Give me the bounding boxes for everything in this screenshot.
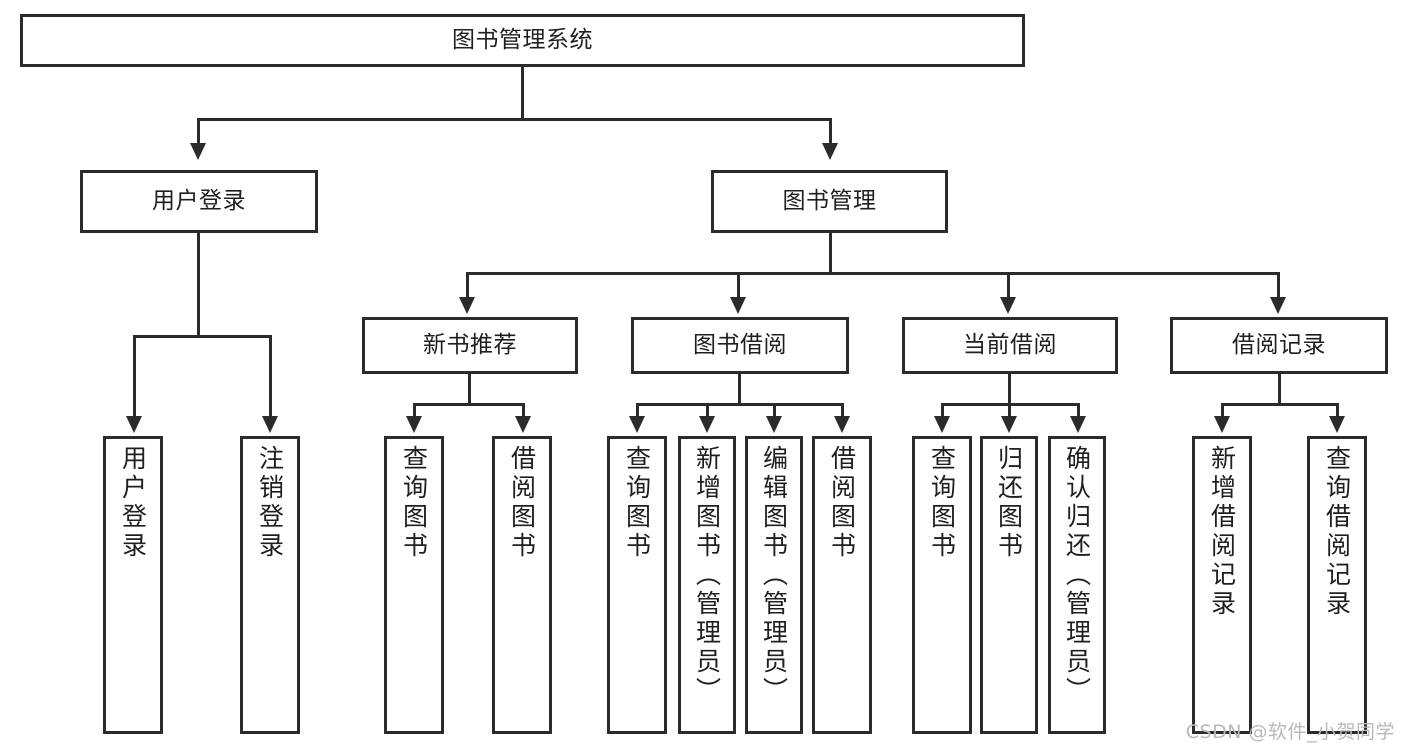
node-label: 查询图书: [622, 445, 652, 561]
arrowhead-newbook-leaf-2: [515, 416, 531, 433]
arrowhead-newbook-leaf-1: [406, 416, 422, 433]
connector-currentborrow-stem: [1008, 374, 1011, 403]
connector-bookborrow-l2: [706, 403, 709, 418]
node-label: 图书借阅: [693, 332, 787, 359]
node-book-management[interactable]: 图书管理: [711, 170, 948, 233]
connector-bookmgmt-c4: [1277, 272, 1280, 299]
node-borrow-record[interactable]: 借阅记录: [1170, 317, 1388, 374]
leaf-book-borrow-edit[interactable]: 编辑图书（管理员）: [745, 436, 803, 734]
arrowhead-to-borrow-record: [1270, 297, 1286, 314]
connector-bookmgmt-c1: [466, 272, 469, 299]
connector-currentborrow-l3: [1077, 403, 1080, 418]
connector-bookborrow-l4: [841, 403, 844, 418]
node-user-login[interactable]: 用户登录: [80, 170, 318, 233]
leaf-user-login-signin[interactable]: 用户登录: [103, 436, 163, 734]
arrowhead-bookborrow-leaf-2: [699, 416, 715, 433]
arrowhead-currentborrow-leaf-2: [1001, 416, 1017, 433]
arrowhead-to-bookmgmt: [822, 143, 838, 160]
connector-root-bar: [197, 118, 832, 121]
connector-root-to-userlogin: [197, 118, 200, 145]
arrowhead-to-current-borrow: [1000, 297, 1016, 314]
connector-borrowrecord-l1: [1221, 403, 1224, 418]
node-label: 新增图书（管理员）: [692, 445, 722, 706]
arrowhead-to-userlogin: [190, 143, 206, 160]
connector-userlogin-bar: [133, 335, 272, 338]
leaf-borrow-record-query[interactable]: 查询借阅记录: [1307, 436, 1367, 734]
connector-root-to-bookmgmt: [829, 118, 832, 145]
connector-bookmgmt-c3: [1007, 272, 1010, 299]
connector-newbook-stem: [468, 374, 471, 403]
node-current-borrow[interactable]: 当前借阅: [902, 317, 1118, 374]
connector-borrowrecord-stem: [1278, 374, 1281, 403]
arrowhead-borrowrecord-leaf-1: [1214, 416, 1230, 433]
arrowhead-userlogin-leaf-1: [126, 416, 142, 433]
connector-newbook-l2: [522, 403, 525, 418]
arrowhead-currentborrow-leaf-3: [1070, 416, 1086, 433]
node-label: 归还图书: [994, 445, 1024, 561]
node-root-system[interactable]: 图书管理系统: [20, 14, 1025, 67]
leaf-book-borrow-add[interactable]: 新增图书（管理员）: [678, 436, 736, 734]
leaf-new-book-query[interactable]: 查询图书: [384, 436, 444, 734]
node-new-book-recommend[interactable]: 新书推荐: [362, 317, 578, 374]
connector-borrowrecord-bar: [1221, 403, 1339, 406]
node-label: 借阅图书: [507, 445, 537, 561]
node-label: 借阅记录: [1232, 332, 1326, 359]
arrowhead-bookborrow-leaf-4: [834, 416, 850, 433]
arrowhead-borrowrecord-leaf-2: [1329, 416, 1345, 433]
connector-currentborrow-l2: [1008, 403, 1011, 418]
connector-bookmgmt-c2: [737, 272, 740, 299]
connector-bookmgmt-bar: [466, 272, 1280, 275]
node-label: 确认归还（管理员）: [1062, 445, 1092, 706]
connector-bookborrow-stem: [738, 374, 741, 403]
node-label: 查询图书: [399, 445, 429, 561]
arrowhead-bookborrow-leaf-1: [629, 416, 645, 433]
arrowhead-to-new-book: [459, 297, 475, 314]
connector-root-stem: [521, 67, 524, 118]
leaf-new-book-borrow[interactable]: 借阅图书: [492, 436, 552, 734]
node-label: 用户登录: [152, 188, 246, 215]
arrowhead-currentborrow-leaf-1: [934, 416, 950, 433]
node-label: 查询图书: [927, 445, 957, 561]
connector-newbook-bar: [413, 403, 525, 406]
node-label: 新书推荐: [423, 332, 517, 359]
connector-bookborrow-bar: [636, 403, 844, 406]
node-label: 编辑图书（管理员）: [759, 445, 789, 706]
leaf-borrow-record-add[interactable]: 新增借阅记录: [1192, 436, 1252, 734]
connector-bookborrow-l3: [773, 403, 776, 418]
node-label: 当前借阅: [963, 332, 1057, 359]
connector-bookmgmt-stem: [829, 233, 832, 272]
node-label: 查询借阅记录: [1322, 445, 1352, 619]
leaf-book-borrow-lend[interactable]: 借阅图书: [812, 436, 872, 734]
connector-currentborrow-l1: [941, 403, 944, 418]
connector-userlogin-stem: [197, 233, 200, 335]
leaf-user-login-signout[interactable]: 注销登录: [240, 436, 300, 734]
node-label: 用户登录: [118, 445, 148, 561]
leaf-current-borrow-query[interactable]: 查询图书: [912, 436, 972, 734]
leaf-current-borrow-confirm[interactable]: 确认归还（管理员）: [1048, 436, 1106, 734]
leaf-current-borrow-return[interactable]: 归还图书: [980, 436, 1038, 734]
node-label: 图书管理: [782, 188, 877, 215]
connector-newbook-l1: [413, 403, 416, 418]
connector-bookborrow-l1: [636, 403, 639, 418]
arrowhead-to-book-borrow: [730, 297, 746, 314]
node-book-borrow[interactable]: 图书借阅: [631, 317, 849, 374]
node-label: 新增借阅记录: [1207, 445, 1237, 619]
connector-userlogin-left: [133, 335, 136, 418]
node-label: 图书管理系统: [452, 27, 593, 54]
node-label: 借阅图书: [827, 445, 857, 561]
arrowhead-bookborrow-leaf-3: [766, 416, 782, 433]
node-label: 注销登录: [255, 445, 285, 561]
connector-borrowrecord-l2: [1336, 403, 1339, 418]
leaf-book-borrow-query[interactable]: 查询图书: [607, 436, 667, 734]
watermark-text: CSDN @软件_小贺同学: [1185, 721, 1395, 743]
connector-userlogin-right: [269, 335, 272, 418]
arrowhead-userlogin-leaf-2: [262, 416, 278, 433]
